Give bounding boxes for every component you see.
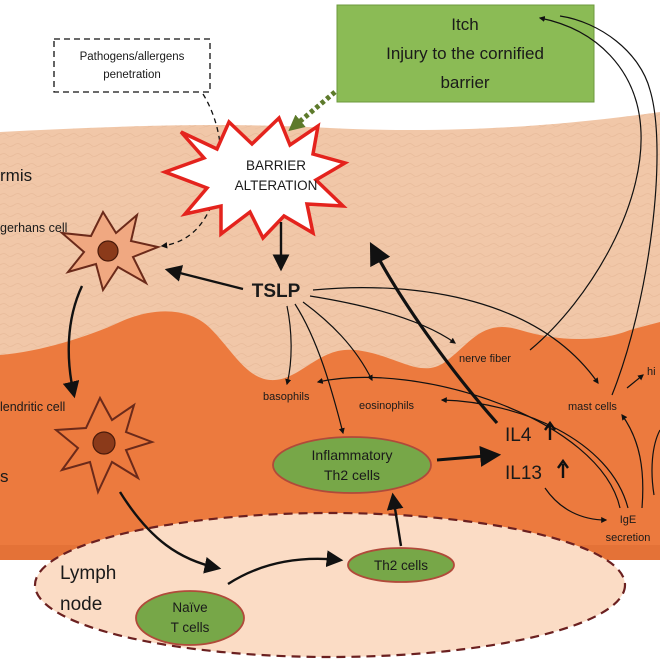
ige-line2: secretion — [606, 532, 651, 544]
tslp-to-eosinophils-arrow — [302, 301, 373, 382]
ige-line1: IgE — [620, 514, 637, 526]
mast-to-itch-arrow — [559, 15, 658, 396]
nerve-to-itch-arrow — [529, 16, 642, 351]
tslp-label: TSLP — [252, 281, 301, 302]
dendritic-cell — [53, 395, 156, 495]
ige-to-mast-arrow — [621, 414, 644, 509]
barrier-line1: BARRIER — [246, 158, 306, 173]
langerhans-to-dendritic-arrow — [62, 285, 84, 399]
barrier-line2: ALTERATION — [235, 178, 318, 193]
mast-to-histamine-arrow — [626, 374, 644, 389]
histamine-label: hi — [647, 366, 656, 378]
epidermis-label: rmis — [0, 166, 32, 185]
tslp-to-inflammatory-arrow — [294, 303, 345, 435]
itch-line3: barrier — [440, 73, 489, 92]
mast-cells-label: mast cells — [568, 401, 617, 413]
pathogens-line1: Pathogens/allergens — [80, 51, 185, 63]
tslp-to-nerve-arrow — [309, 295, 456, 344]
naive-line2: T cells — [171, 620, 210, 635]
inflammatory-to-il-arrow — [436, 445, 502, 467]
inflammatory-th2-cells — [272, 436, 432, 494]
dendritic-to-lymph-arrow — [118, 491, 222, 574]
dermis-layer — [0, 311, 660, 560]
inflammatory-line1: Inflammatory — [312, 447, 393, 463]
il-to-barrier-arrow — [369, 242, 499, 425]
dendritic-label: lendritic cell — [0, 400, 65, 414]
naive-to-th2-arrow — [227, 550, 344, 586]
tslp-to-basophils-arrow — [285, 305, 292, 386]
basophils-label: basophils — [263, 391, 310, 403]
th2-cells — [347, 547, 455, 583]
lymph-line2: node — [60, 594, 102, 615]
naive-line1: Naïve — [172, 600, 207, 615]
tslp-to-mast-arrow — [312, 287, 599, 384]
langerhans-cell — [58, 209, 162, 293]
itch-line2: Injury to the cornified — [386, 44, 544, 63]
naive-t-cells — [135, 590, 245, 646]
pathogens-box — [53, 38, 211, 93]
lymph-line1: Lymph — [60, 563, 116, 584]
itch-to-barrier-arrow — [288, 90, 337, 132]
th2-to-inflammatory-arrow — [386, 492, 404, 547]
right-edge-arrow — [651, 429, 660, 496]
lymph-node — [33, 511, 627, 659]
il4-label: IL4 — [505, 425, 532, 446]
th2-label: Th2 cells — [374, 558, 428, 573]
il13-up-arrow-icon — [557, 458, 569, 478]
eosinophils-label: eosinophils — [359, 400, 415, 412]
itch-line1: Itch — [451, 15, 478, 34]
tslp-to-langerhans-arrow — [164, 265, 244, 291]
dermis-label: s — [0, 467, 9, 486]
ige-to-eosinophils-arrow — [440, 397, 629, 509]
nerve-fiber-label: nerve fiber — [459, 353, 511, 365]
il-to-ige-arrow — [544, 487, 608, 523]
inflammatory-line2: Th2 cells — [324, 467, 380, 483]
barrier-alteration-burst — [159, 114, 350, 242]
langerhans-label: gerhans cell — [0, 221, 67, 235]
pathogens-line2: penetration — [103, 69, 161, 81]
il13-label: IL13 — [505, 463, 542, 484]
ige-to-basophils-arrow — [316, 376, 621, 509]
